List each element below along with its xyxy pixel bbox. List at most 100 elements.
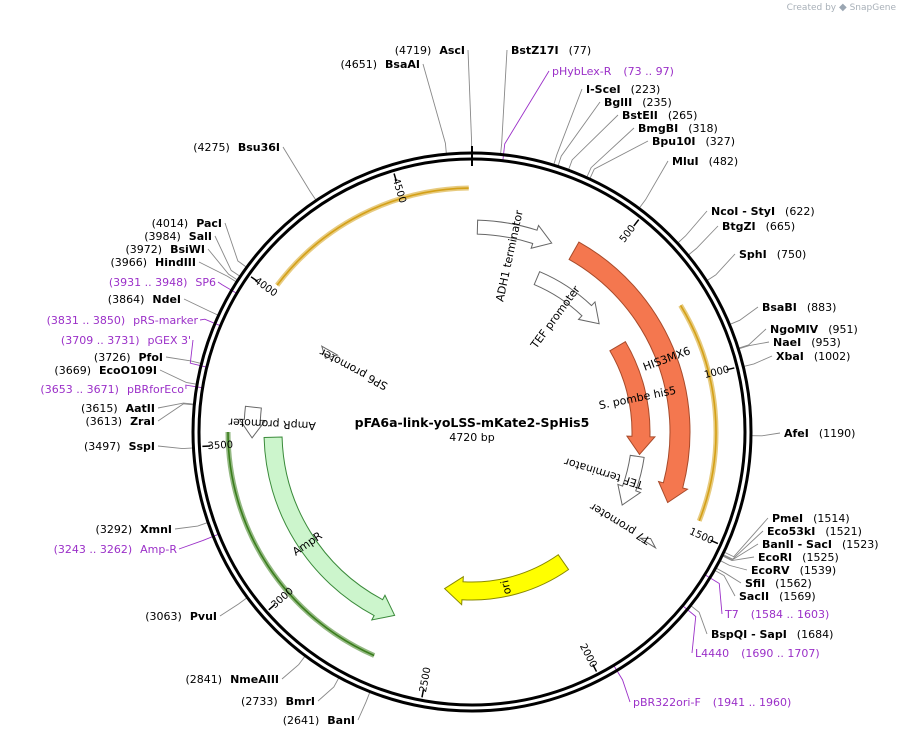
site-label: (4651)BsaAI — [340, 58, 420, 71]
site-name: NcoI - StyI — [711, 205, 775, 218]
site-label: (3966) HindIII — [110, 256, 196, 269]
site-name: NdeI — [152, 293, 181, 306]
site-leader — [557, 101, 601, 167]
site-label: (3613)ZraI — [86, 415, 156, 428]
feature-label: AmpR promoter — [228, 415, 316, 432]
outer-arc — [276, 187, 469, 286]
site-position: (1514) — [813, 512, 850, 525]
site-position: (750) — [777, 248, 807, 261]
site-position: (1569) — [779, 590, 816, 603]
site-leader — [157, 403, 195, 422]
bp-tick-label: 1500 — [687, 526, 715, 547]
site-position: (3292) — [96, 523, 133, 536]
site-leader — [714, 569, 736, 597]
site-leader — [183, 298, 219, 316]
site-leader — [157, 402, 195, 409]
site-name: SacII — [739, 590, 769, 603]
site-label: (3864)NdeI — [108, 293, 181, 306]
feature-arrow — [263, 436, 396, 621]
feature-label: SP6 promoter — [317, 345, 390, 392]
primer-name: pBRforEco — [127, 383, 184, 396]
bp-tick-label: 2000 — [577, 642, 598, 670]
site-label: BmgBI (318) — [638, 122, 718, 135]
site-name: HindIII — [155, 256, 196, 269]
site-label: EcoRI(1525) — [758, 551, 839, 564]
primer-range: (1584 .. 1603) — [751, 608, 830, 621]
site-label: AfeI(1190) — [784, 427, 855, 440]
site-name: NmeAIII — [230, 673, 279, 686]
site-name: EcoO109I — [99, 364, 157, 377]
primer-name: Amp-R — [140, 543, 177, 556]
bp-tick-mark — [633, 219, 640, 227]
site-position: (1002) — [814, 350, 851, 363]
outer-arc — [679, 304, 717, 522]
site-leader — [738, 328, 767, 349]
feature-arrow — [609, 340, 657, 456]
primer-label: (3653 .. 3671)pBRforEco — [40, 383, 184, 396]
feature-label: ori — [498, 579, 514, 596]
site-position: (1562) — [775, 577, 812, 590]
site-name: SphI — [739, 248, 767, 261]
site-name: AfeI — [784, 427, 809, 440]
site-position: (3613) — [86, 415, 123, 428]
site-label: NgoMIV(951) — [770, 323, 858, 336]
site-leader — [687, 225, 719, 256]
site-position: (951) — [828, 323, 858, 336]
bp-tick-mark — [250, 276, 259, 283]
site-label: SacII (1569) — [739, 590, 816, 603]
feature-arrow — [568, 241, 691, 504]
site-labels: (4719)AscI(4651)BsaAI(4275)Bsu36I(4014)P… — [40, 44, 878, 727]
primer-label: (3709 .. 3731)pGEX 3' — [61, 334, 191, 347]
site-position: (1684) — [797, 628, 834, 641]
site-name: BanI — [327, 714, 355, 727]
site-label: (4275)Bsu36I — [193, 141, 280, 154]
site-name: BmgBI — [638, 122, 678, 135]
site-label: BstZ17I(77) — [511, 44, 591, 57]
site-label: EcoRV(1539) — [751, 564, 836, 577]
primer-range: (3709 .. 3731) — [61, 334, 140, 347]
feature-arrow — [617, 454, 645, 506]
feature-arrow — [476, 219, 553, 249]
primer-range: (3243 .. 3262) — [54, 543, 133, 556]
feature-arrow — [238, 405, 267, 439]
site-name: SfiI — [745, 577, 765, 590]
site-name: BmrI — [286, 695, 315, 708]
site-position: (622) — [785, 205, 815, 218]
site-leader — [467, 49, 473, 154]
primer-name: pRS-marker — [133, 314, 198, 327]
site-label: (2841) NmeAIII — [186, 673, 280, 686]
site-leader — [721, 555, 755, 562]
primer-name: SP6 — [195, 276, 216, 289]
feature-arrow — [533, 271, 600, 325]
site-position: (2841) — [186, 673, 223, 686]
site-name: BsaBI — [762, 301, 797, 314]
site-label: (3063)PvuI — [145, 610, 217, 623]
bp-tick-mark — [726, 367, 735, 371]
site-label: SphI (750) — [739, 248, 806, 261]
site-position: (77) — [569, 44, 592, 57]
site-name: SalI — [189, 230, 212, 243]
site-label: BanII - SacI(1523) — [762, 538, 879, 551]
site-leader — [729, 306, 759, 325]
site-name: BglII — [604, 96, 632, 109]
primer-label: pBR322ori-F(1941 .. 1960) — [633, 696, 791, 709]
site-label: BglII(235) — [604, 96, 672, 109]
site-leader — [224, 222, 247, 268]
primer-label: (3831 .. 3850)pRS-marker — [47, 314, 199, 327]
site-label: (3615)AatII — [81, 402, 155, 415]
primer-name: L4440 — [695, 647, 729, 660]
site-label: (3669)EcoO109I — [54, 364, 157, 377]
site-leader — [738, 341, 770, 350]
site-name: BtgZI — [722, 220, 756, 233]
site-position: (3615) — [81, 402, 118, 415]
site-label: (2641)BanI — [283, 714, 355, 727]
site-label: Eco53kI(1521) — [767, 525, 862, 538]
site-position: (3966) — [110, 256, 147, 269]
site-position: (4719) — [395, 44, 432, 57]
leader-lines — [157, 49, 781, 721]
site-position: (318) — [688, 122, 718, 135]
site-label: XbaI(1002) — [776, 350, 850, 363]
site-label: NaeI(953) — [773, 336, 841, 349]
primer-name: pBR322ori-F — [633, 696, 701, 709]
